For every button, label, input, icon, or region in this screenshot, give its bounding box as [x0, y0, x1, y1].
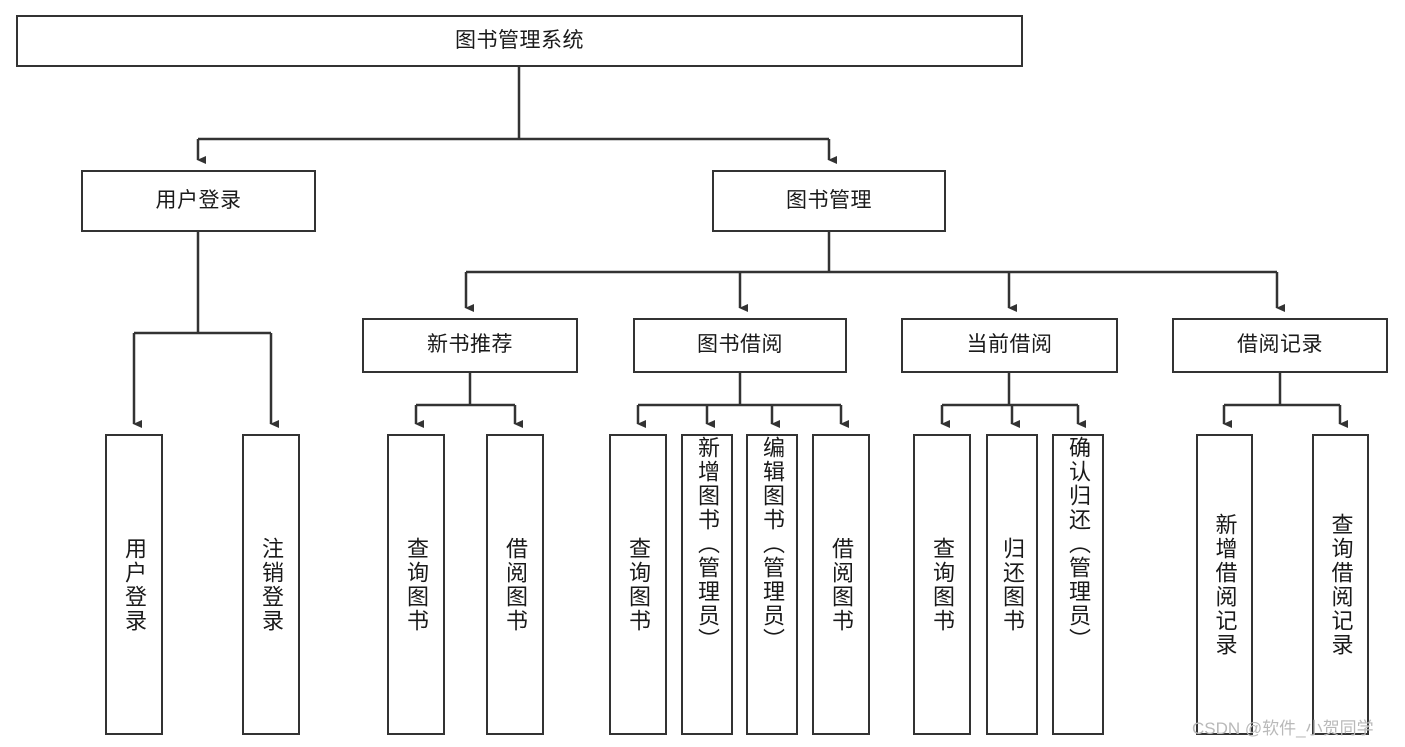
leaf-add-book[interactable]: 新增图书（管理员） [681, 434, 733, 735]
leaf-return-book-label: 归还图书 [1000, 536, 1025, 633]
leaf-borrow-book-label: 借阅图书 [829, 536, 854, 633]
node-current-borrow[interactable]: 当前借阅 [901, 318, 1118, 373]
leaf-query-book-borrow[interactable]: 查询图书 [609, 434, 667, 735]
leaf-user-login[interactable]: 用户登录 [105, 434, 163, 735]
leaf-query-borrow-record[interactable]: 查询借阅记录 [1312, 434, 1369, 735]
leaf-add-borrow-record[interactable]: 新增借阅记录 [1196, 434, 1253, 735]
leaf-query-book-recommend[interactable]: 查询图书 [387, 434, 445, 735]
leaf-edit-book[interactable]: 编辑图书（管理员） [746, 434, 798, 735]
connectors-current-borrow [940, 373, 1086, 428]
leaf-confirm-return[interactable]: 确认归还（管理员） [1052, 434, 1104, 735]
connectors-new-book-recommend [414, 373, 523, 428]
node-root-label: 图书管理系统 [455, 28, 584, 52]
leaf-edit-book-label: 编辑图书（管理员） [760, 436, 785, 652]
leaf-query-book-borrow-label: 查询图书 [626, 536, 651, 633]
leaf-user-login-label: 用户登录 [122, 536, 147, 633]
leaf-query-book-current-label: 查询图书 [930, 536, 955, 633]
leaf-logout-label: 注销登录 [259, 536, 284, 633]
leaf-logout[interactable]: 注销登录 [242, 434, 300, 735]
leaf-query-book-recommend-label: 查询图书 [404, 536, 429, 633]
leaf-confirm-return-label: 确认归还（管理员） [1066, 436, 1091, 652]
node-user-login[interactable]: 用户登录 [81, 170, 316, 232]
node-new-book-recommend-label: 新书推荐 [427, 333, 513, 357]
connectors-root [196, 67, 837, 164]
leaf-borrow-book-recommend[interactable]: 借阅图书 [486, 434, 544, 735]
node-book-borrow[interactable]: 图书借阅 [633, 318, 847, 373]
node-borrow-record-label: 借阅记录 [1237, 333, 1323, 357]
connectors-borrow-record [1222, 373, 1348, 428]
node-current-borrow-label: 当前借阅 [966, 333, 1053, 357]
leaf-query-book-current[interactable]: 查询图书 [913, 434, 971, 735]
node-book-management-label: 图书管理 [786, 188, 872, 212]
node-user-login-label: 用户登录 [155, 188, 242, 212]
csdn-watermark: CSDN @软件_小贺同学 [1192, 719, 1374, 738]
connectors-book-management [464, 232, 1285, 312]
leaf-add-book-label: 新增图书（管理员） [695, 436, 720, 652]
leaf-borrow-book-recommend-label: 借阅图书 [503, 536, 528, 633]
leaf-add-borrow-record-label: 新增借阅记录 [1212, 512, 1238, 657]
node-book-management[interactable]: 图书管理 [712, 170, 946, 232]
node-book-borrow-label: 图书借阅 [697, 333, 783, 357]
node-borrow-record[interactable]: 借阅记录 [1172, 318, 1388, 373]
leaf-borrow-book[interactable]: 借阅图书 [812, 434, 870, 735]
leaf-query-borrow-record-label: 查询借阅记录 [1328, 512, 1354, 657]
connectors-user-login [132, 232, 279, 428]
node-root[interactable]: 图书管理系统 [16, 15, 1023, 67]
leaf-return-book[interactable]: 归还图书 [986, 434, 1038, 735]
connectors-book-borrow [636, 373, 849, 428]
node-new-book-recommend[interactable]: 新书推荐 [362, 318, 578, 373]
